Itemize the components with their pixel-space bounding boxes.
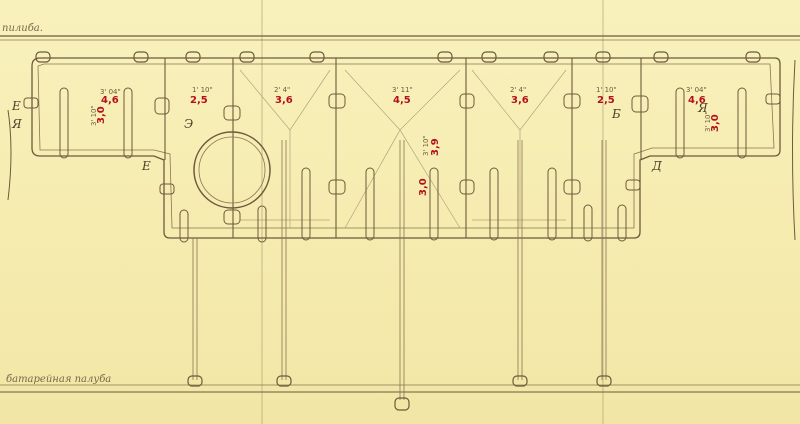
c2-letter: Э [184,117,193,131]
c2-dim-width: 1' 10" [192,86,213,94]
top-caption: пилиба. [2,23,43,34]
c7-dim-width: 3' 04" [686,86,707,94]
side-mark-left-lower: Е [141,159,151,173]
side-mark-right-mid: Е [11,99,21,113]
structure-outline [31,57,781,239]
structure-inner-outline [37,63,775,229]
c4-dim-height-3: 3,0 [418,178,429,196]
funnel-ring-inner [198,136,266,204]
truss-lines [239,69,567,229]
c1-dim-width: 3' 04" [100,88,121,96]
side-mark-right-lower: Д [651,159,662,173]
c7-dim-height-2: 3' 10" [704,111,712,132]
c1-dim-height-2: 3' 10" [90,105,98,126]
cleats [23,93,781,225]
c7-dim-height: 3,0 [710,114,721,132]
left-hull-curve [7,109,12,201]
c6-area: 2,5 [597,95,615,106]
bottom-caption: батарейная палуба [6,374,111,385]
c1-dim-height: 3,0 [96,106,107,124]
c5-dim-width: 2' 4" [510,86,526,94]
funnel-ring [193,131,271,209]
c4-dim-height-2: 3' 10" [422,135,430,156]
davit-feet [187,375,612,411]
davit-hooks-top [35,51,761,63]
c6-dim-width: 1' 10" [596,86,617,94]
right-hull-curve [792,59,796,241]
davit-arms [192,140,607,400]
c7-area: 4,6 [688,95,706,106]
bollards [59,87,747,243]
c3-area: 3,6 [275,95,293,106]
c2-area: 2,5 [190,95,208,106]
c4-dim-height: 3,9 [430,138,441,156]
c4-dim-width: 3' 11" [392,86,413,94]
c4-area: 4,5 [393,95,411,106]
c1-area: 4,6 [101,95,119,106]
c5-area: 3,6 [511,95,529,106]
c6-letter: Б [611,107,621,121]
c1-letter: Я [11,117,22,131]
c3-dim-width: 2' 4" [274,86,290,94]
c7-letter: Я [697,101,708,115]
